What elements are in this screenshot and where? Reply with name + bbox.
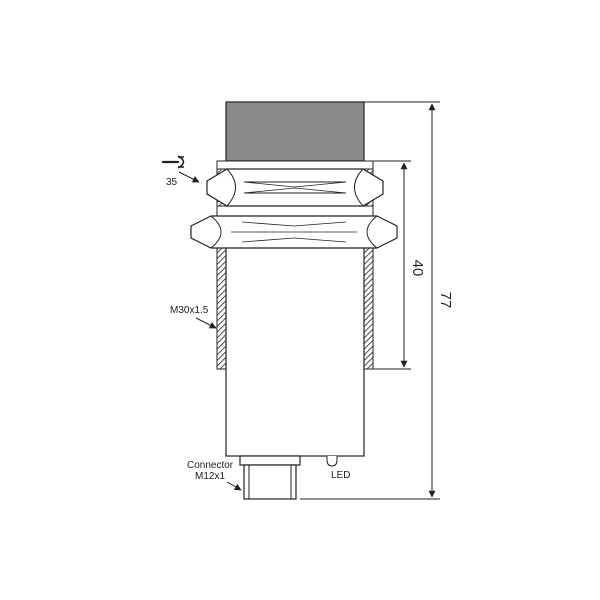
lower-nut [190,215,398,249]
wrench-icon [161,155,185,169]
dimension-40-label: 40 [409,260,426,277]
sensing-face [225,101,365,162]
m12-connector [239,455,301,500]
upper-nut [206,168,384,207]
dimension-77-label: 77 [437,292,454,309]
wrench-size-label: 35 [166,177,178,188]
connector-size-label: M12x1 [195,471,225,482]
nut-gap-top [216,160,374,170]
thread-leader [195,317,217,329]
led-label: LED [331,470,350,481]
nut-gap-middle [216,205,374,217]
wrench-leader [178,171,200,183]
connector-label: Connector [187,460,234,471]
connector-leader [226,481,242,491]
thread-label: M30x1.5 [170,305,209,316]
led-indicator [326,456,338,467]
